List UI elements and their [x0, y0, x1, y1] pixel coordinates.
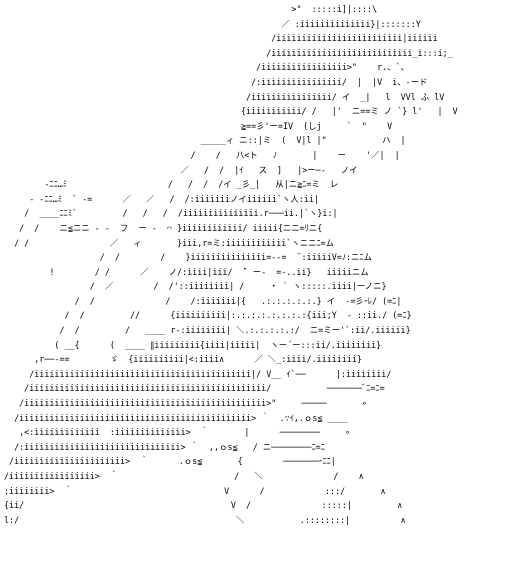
- art-line: /iiiiiiiiiiiiiiiiiiiiiiiiiiii_i:::i;_: [4, 47, 453, 58]
- art-line: /:iiiiiiiiiiiiiiiiiiiiiiiiiiiiiii> ｀ ,,ｏ…: [4, 441, 325, 452]
- art-line: / / // {iiiiiiiiii|:.:.:.:.:.:.:.:{iii;Y…: [4, 310, 412, 321]
- art-line: ≧==彡'ー=IV (しj ` " V: [4, 120, 393, 131]
- art-line: / / / }iiiiiiiiiiiiiii=--= ̄ :iiiiiV=ﾉ:ニ…: [4, 252, 372, 263]
- art-line: - -ﾆﾆ…ﾐ ` -= ／ ／ / /:iiiiiiiノイiiiiii`ヽ人:…: [4, 193, 319, 204]
- ascii-art-text: >" :::::i]|::::\ ／ :iiiiiiiiiiiiii}|::::…: [4, 2, 458, 527]
- art-line: /iiiiiiiiiiiiiiiiiiiiiiiiiiiiiiiiiiiiiii…: [4, 368, 392, 379]
- art-line: / / / /:iiiiiii|{ .:.:.:.:.:.} イ -=彡ｰﾚ/ …: [4, 295, 402, 306]
- art-line: {ii/ V / :::::| ∧: [4, 500, 403, 511]
- art-line: /iiiiiiiiiiiiiiiii>" r.、`、: [4, 62, 409, 73]
- art-line: >" :::::i]|::::\: [4, 4, 378, 14]
- art-line: ( __{ ( ____ ∥iiiiiiiii{iiii|iiiii| ヽー´ー…: [4, 339, 382, 350]
- art-line: -ﾆﾆ…ﾐ / / / /イ _彡_| 从|ニ≧ﾆ=ミ レ: [4, 179, 339, 190]
- art-line: ／ / / |ｲ ス ] |>ー─‐ ノイ: [4, 164, 358, 175]
- art-line: /:iiiiiiiiiiiiiiii/ | |V i、-ード: [4, 76, 428, 87]
- art-line: /iiiiiiiiiiiiiiii/ イ _| l VVl ふ lV: [4, 91, 445, 102]
- art-line: /iiiiiiiiiiiiiiiiiiiiiiiii|iiiiii: [4, 33, 438, 44]
- art-line: /iiiiiiiiiiiiiiiiiiiiiiiiiiiiiiiiiiiiiii…: [4, 383, 385, 394]
- art-line: / / ／ ィ }iii,r=ミ:iiiiiiiiiiii`ヽニニﾆ=ム: [4, 237, 335, 248]
- art-line: / / 八<ト ﾉ | ー '／| |: [4, 149, 400, 160]
- art-line: ! / / ／ ノ/:iiii|iii/ ̄` ー‐ =-..ii} iiiii…: [4, 266, 369, 277]
- art-line: / / ニ≦ニニ - - フ ー - ⌒ }iiiiiiiiiiii/ iiii…: [4, 222, 323, 233]
- art-line: / / / ____ r-:iiiiiiii| ＼.:.:.:.:.:/ ニ=ミ…: [4, 325, 411, 336]
- art-line: ,<:iiiiiiiiiiiii :iiiiiiiiiiiiii> ｀ | ──…: [4, 427, 351, 438]
- art-line: ,r──-== ゞ {iiiiiiiiii|<:iiii∧ ／ ＼_:iiii/…: [4, 354, 362, 365]
- art-line: / ____ﾆﾆﾐ` / / / /iiiiiiiiiiiiiii.r───ii…: [4, 208, 338, 219]
- art-line: _____ィ ニ::|ミ ( V|l |" ハ |: [4, 135, 406, 146]
- art-line: ／ :iiiiiiiiiiiiii}|:::::::Y: [4, 18, 421, 29]
- art-line: / ／ / /'::iiiiiiii| / ・ ` ヽ:::::.iiii|ーノ…: [4, 281, 387, 292]
- art-line: /iiiiiiiiiiiiiiiiiiiiii> ｀ .ｏs≦ { ──────…: [4, 456, 336, 467]
- art-line: {iiiiiiiiiii/ / |' ニ==ミ ノ `} l' | V: [4, 106, 458, 117]
- art-line: /iiiiiiiiiiiiiiiiiiiiiiiiiiiiiiiiiiiiiii…: [4, 412, 348, 423]
- art-line: :iiiiiiii> ｀ V / :::/ ∧: [4, 485, 386, 496]
- art-line: l:/ ＼ .::::::::| ∧: [4, 514, 406, 525]
- art-line: /iiiiiiiiiiiiiiiii> ｀ / ＼ / ∧: [4, 471, 364, 481]
- art-line: /iiiiiiiiiiiiiiiiiiiiiiiiiiiiiiiiiiiiiii…: [4, 398, 368, 409]
